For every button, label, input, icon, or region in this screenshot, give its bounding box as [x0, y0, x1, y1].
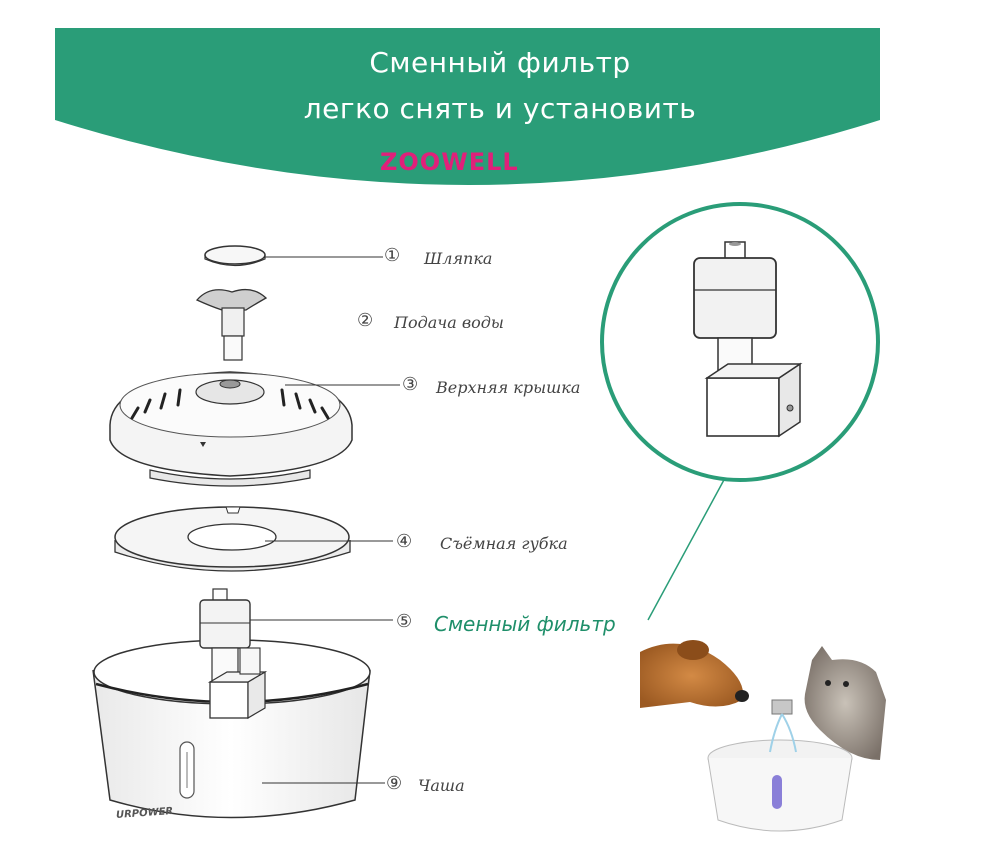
part-label-cap: Шляпка — [424, 249, 492, 268]
sponge-part — [115, 507, 350, 571]
pet-photo — [636, 628, 888, 850]
part-number-1: ① — [384, 245, 400, 266]
part-number-3: ③ — [402, 374, 418, 395]
part-label-top-cover: Верхняя крышка — [436, 378, 580, 397]
part-number-2: ② — [357, 310, 373, 331]
brand-logo-part-a: ZOO — [380, 148, 441, 176]
part-label-filter: Сменный фильтр — [434, 612, 616, 636]
brand-logo-part-b: WELL — [441, 148, 518, 176]
part-number-9: ⑨ — [386, 773, 402, 794]
part-label-sponge: Съёмная губка — [440, 534, 568, 553]
part-number-4: ④ — [396, 531, 412, 552]
cap-part — [205, 246, 265, 266]
banner-title-line1: Сменный фильтр — [0, 46, 1000, 79]
zoom-pointer-line — [648, 478, 725, 620]
part-label-bowl: Чаша — [418, 776, 465, 795]
top-cover-part — [110, 372, 352, 486]
banner-title-line2: легко снять и установить — [0, 92, 1000, 125]
brand-logo: ZOOWELL — [380, 148, 519, 176]
part-number-5: ⑤ — [396, 611, 412, 632]
water-supply-part — [197, 290, 266, 360]
zoom-detail-circle — [602, 204, 878, 480]
part-label-water-supply: Подача воды — [394, 313, 504, 332]
